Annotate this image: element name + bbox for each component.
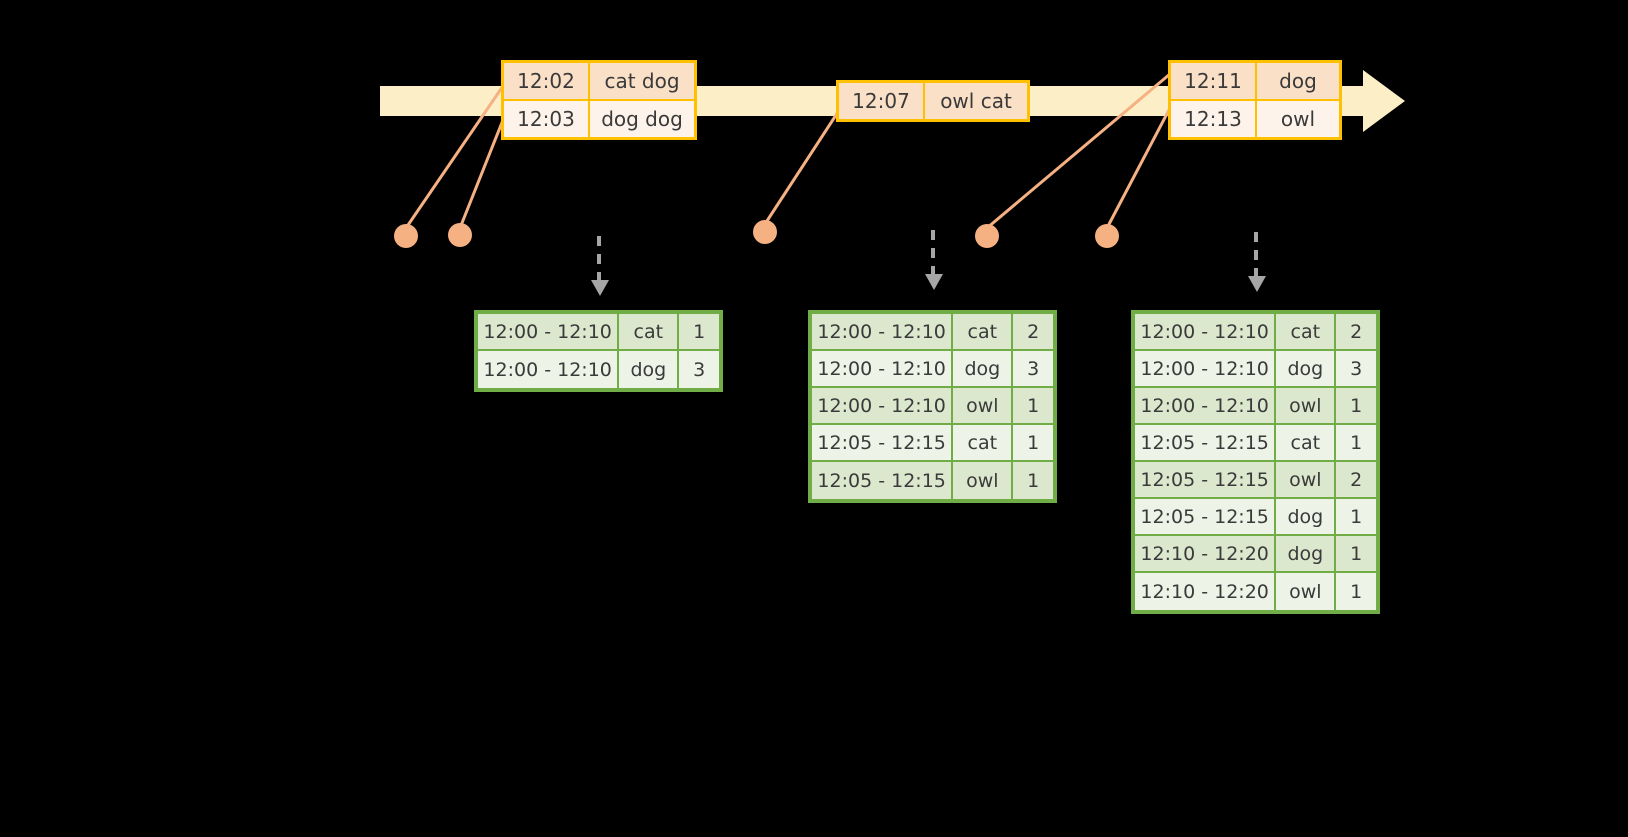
cell-key: dog xyxy=(1276,499,1337,536)
event-marker-4 xyxy=(975,224,999,248)
cell-window: 12:05 - 12:15 xyxy=(1135,462,1277,499)
event-marker-2 xyxy=(448,223,472,247)
cell-count: 1 xyxy=(1013,388,1053,425)
cell-window: 12:00 - 12:10 xyxy=(1135,351,1277,388)
cell-key: cat xyxy=(1276,425,1337,462)
cell-window: 12:00 - 12:10 xyxy=(1135,388,1277,425)
cell-window: 12:00 - 12:10 xyxy=(478,314,620,351)
event-row: 12:02 cat dog xyxy=(504,63,694,101)
cell-count: 3 xyxy=(1013,351,1053,388)
cell-window: 12:10 - 12:20 xyxy=(1135,573,1277,610)
cell-key: owl xyxy=(1276,462,1337,499)
event-row: 12:07 owl cat xyxy=(839,83,1027,119)
cell-count: 2 xyxy=(1013,314,1053,351)
cell-count: 1 xyxy=(1013,462,1053,499)
cell-key: cat xyxy=(1276,314,1337,351)
cell-window: 12:00 - 12:10 xyxy=(1135,314,1277,351)
event-time: 12:03 xyxy=(504,101,590,137)
cell-key: dog xyxy=(1276,536,1337,573)
event-value: owl cat xyxy=(925,83,1027,119)
cell-count: 1 xyxy=(679,314,719,351)
cell-window: 12:00 - 12:10 xyxy=(812,314,954,351)
event-value: dog xyxy=(1257,63,1339,99)
cell-key: cat xyxy=(953,425,1014,462)
cell-count: 1 xyxy=(1336,425,1376,462)
cell-count: 2 xyxy=(1336,314,1376,351)
event-time: 12:11 xyxy=(1171,63,1257,99)
cell-key: owl xyxy=(953,388,1014,425)
cell-key: cat xyxy=(953,314,1014,351)
event-row: 12:03 dog dog xyxy=(504,101,694,137)
event-row: 12:11 dog xyxy=(1171,63,1339,101)
cell-count: 1 xyxy=(1336,499,1376,536)
cell-window: 12:05 - 12:15 xyxy=(812,462,954,499)
cell-key: dog xyxy=(1276,351,1337,388)
cell-key: dog xyxy=(619,351,680,388)
cell-count: 1 xyxy=(1336,388,1376,425)
cell-key: dog xyxy=(953,351,1014,388)
cell-key: cat xyxy=(619,314,680,351)
event-box-3: 12:11 dog 12:13 owl xyxy=(1168,60,1342,140)
cell-count: 1 xyxy=(1336,536,1376,573)
cell-count: 2 xyxy=(1336,462,1376,499)
event-value: owl xyxy=(1257,101,1339,137)
cell-window: 12:00 - 12:10 xyxy=(478,351,620,388)
event-time: 12:07 xyxy=(839,83,925,119)
event-time: 12:02 xyxy=(504,63,590,99)
cell-key: owl xyxy=(953,462,1014,499)
event-marker-5 xyxy=(1095,224,1119,248)
cell-window: 12:05 - 12:15 xyxy=(1135,499,1277,536)
cell-key: owl xyxy=(1276,388,1337,425)
cell-count: 3 xyxy=(1336,351,1376,388)
cell-key: owl xyxy=(1276,573,1337,610)
event-value: cat dog xyxy=(590,63,694,99)
event-value: dog dog xyxy=(590,101,694,137)
event-row: 12:13 owl xyxy=(1171,101,1339,137)
cell-window: 12:10 - 12:20 xyxy=(1135,536,1277,573)
cell-count: 1 xyxy=(1013,425,1053,462)
event-box-2: 12:07 owl cat xyxy=(836,80,1030,122)
event-marker-1 xyxy=(394,224,418,248)
cell-window: 12:00 - 12:10 xyxy=(812,388,954,425)
cell-window: 12:05 - 12:15 xyxy=(1135,425,1277,462)
timeline-arrowhead-icon xyxy=(1363,70,1405,132)
event-marker-3 xyxy=(753,220,777,244)
event-time: 12:13 xyxy=(1171,101,1257,137)
cell-window: 12:00 - 12:10 xyxy=(812,351,954,388)
event-box-1: 12:02 cat dog 12:03 dog dog xyxy=(501,60,697,140)
cell-window: 12:05 - 12:15 xyxy=(812,425,954,462)
cell-count: 1 xyxy=(1336,573,1376,610)
cell-count: 3 xyxy=(679,351,719,388)
